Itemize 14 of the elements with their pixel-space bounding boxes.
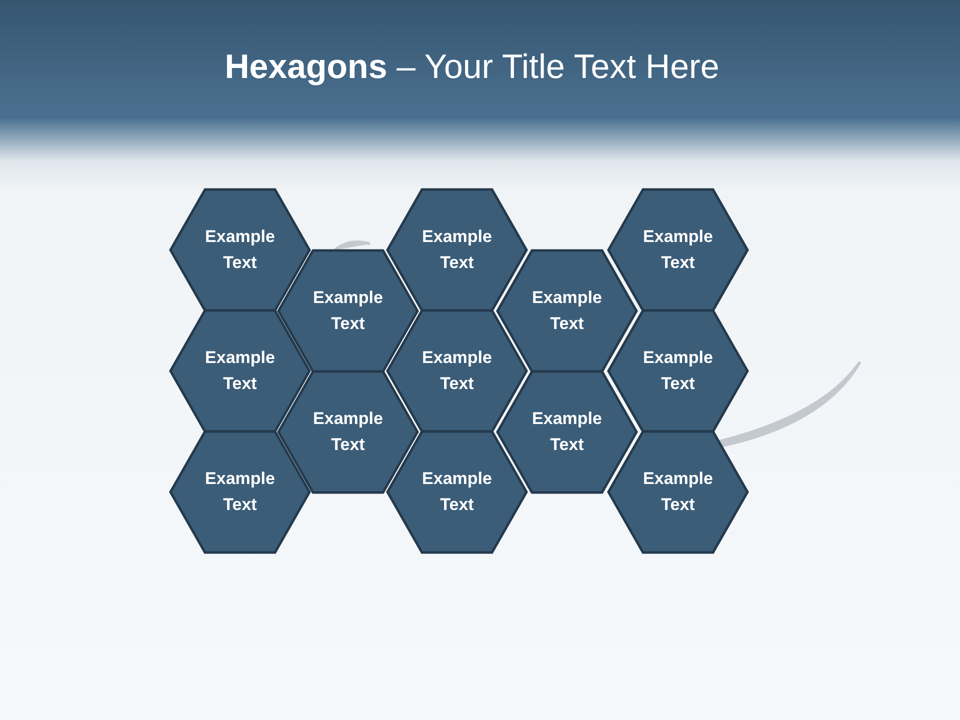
- hexagon-label: Example Text: [642, 347, 714, 395]
- hexagon-label: Example Text: [421, 226, 493, 274]
- hexagon-label: Example Text: [204, 226, 276, 274]
- hexagon-label: Example Text: [312, 287, 384, 335]
- hexagon-label: Example Text: [531, 408, 603, 456]
- hexagon-label: Example Text: [531, 287, 603, 335]
- hexagon-label: Example Text: [204, 468, 276, 516]
- hexagon-label: Example Text: [642, 226, 714, 274]
- hexagon-label: Example Text: [421, 468, 493, 516]
- title: Hexagons – Your Title Text Here: [224, 48, 720, 87]
- hexagon-label: Example Text: [204, 347, 276, 395]
- hexagon-label: Example Text: [421, 347, 493, 395]
- hexagon-label: Example Text: [642, 468, 714, 516]
- hexagon-label: Example Text: [312, 408, 384, 456]
